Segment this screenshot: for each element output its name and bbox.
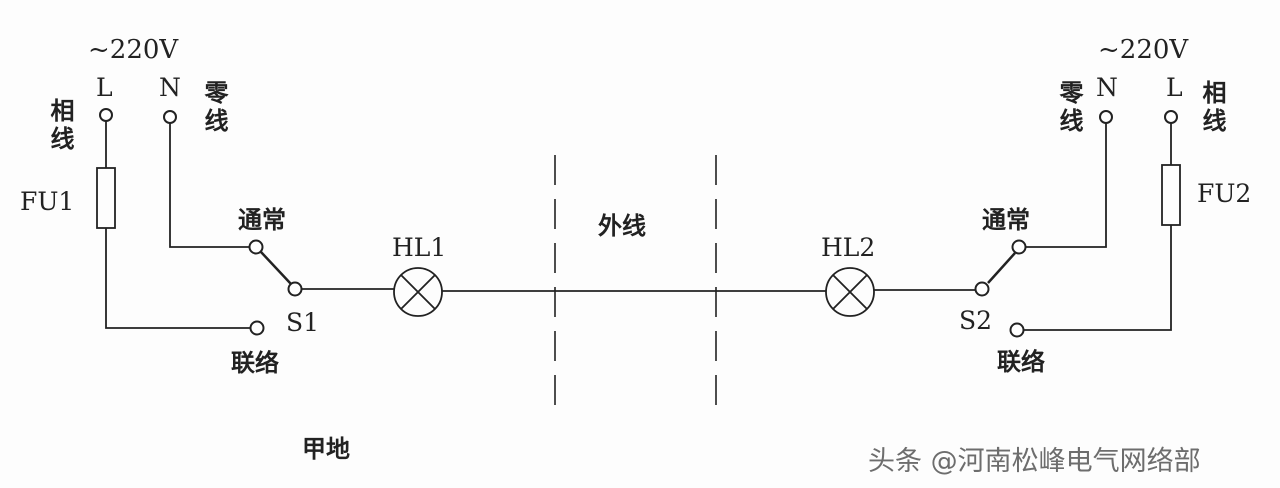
s2-link-label: 联络 [997,348,1045,376]
right-voltage-label: ~220V [1098,35,1189,65]
right-neutral-label: 零线 [1055,80,1084,136]
s2-normal-label: 通常 [982,206,1030,234]
right-phase-label: 相线 [1198,80,1226,136]
terminal-l2 [1164,110,1178,124]
s2-label: S2 [959,306,992,335]
s1-common-terminal [287,281,303,297]
right-wiring [825,110,1181,338]
fu2-label: FU2 [1197,179,1251,208]
watermark: 头条 @河南松峰电气网络部 [868,446,1201,477]
s1-link-terminal [249,320,265,336]
left-phase-wire [105,121,251,329]
right-l-symbol: L [1166,73,1183,102]
terminal-l1 [99,108,113,122]
hl2-label: HL2 [821,233,875,262]
s1-normal-label: 通常 [238,206,286,234]
left-n-symbol: N [159,73,181,102]
hl1-label: HL1 [392,233,446,262]
fuse-fu2 [1161,164,1181,226]
right-phase-wire [1023,123,1172,331]
switch-s1-blade [260,251,292,285]
right-n-symbol: N [1096,73,1118,102]
external-line-label: 外线 [598,212,646,240]
s2-common-terminal [974,281,990,297]
s2-link-terminal [1009,322,1025,338]
location-jia-label: 甲地 [302,435,350,463]
s1-link-label: 联络 [231,349,279,377]
left-voltage-label: ~220V [88,35,179,65]
terminal-n1 [163,110,177,124]
lamp-hl2 [825,267,875,317]
left-l-symbol: L [96,73,113,102]
s2-normal-terminal [1011,239,1027,255]
switch-s2-blade [987,252,1016,284]
left-neutral-label: 零线 [200,80,229,136]
terminal-n2 [1099,110,1113,124]
left-wiring [96,108,443,336]
s1-normal-terminal [248,239,264,255]
s1-label: S1 [286,308,319,337]
left-phase-label: 相线 [46,98,74,154]
fuse-fu1 [96,167,116,229]
fu1-label: FU1 [20,187,74,216]
right-neutral-wire [1025,123,1107,248]
left-neutral-wire [169,123,250,248]
lamp-hl1 [393,267,443,317]
